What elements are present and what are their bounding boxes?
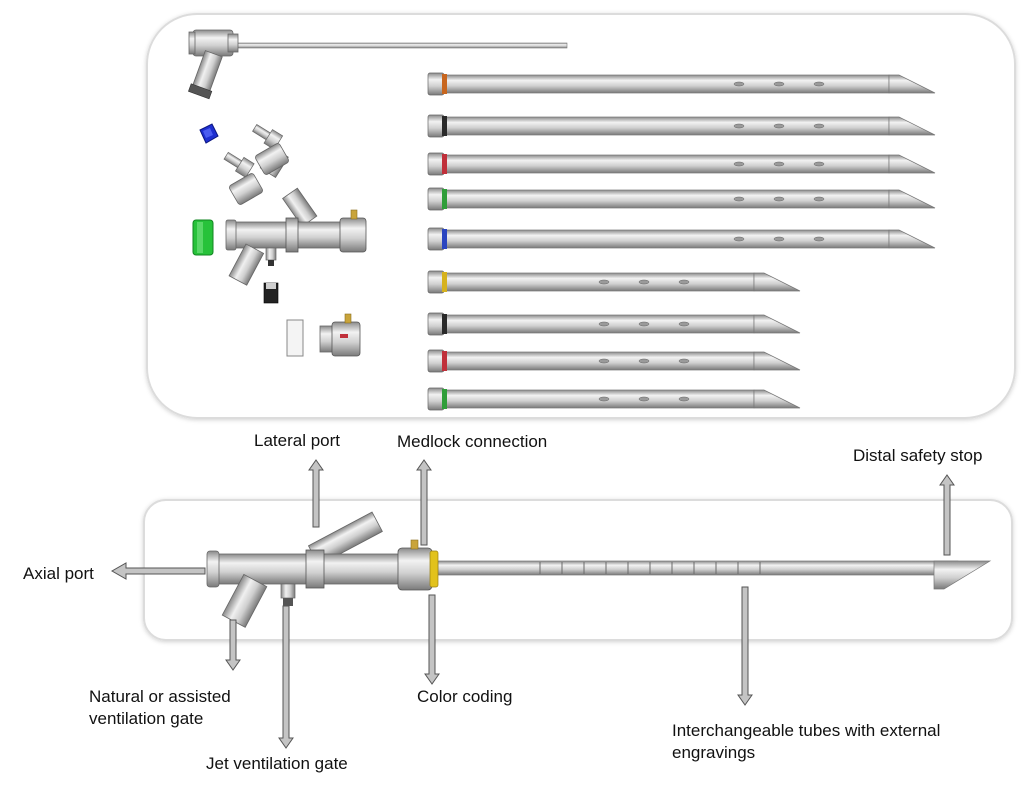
- green-cap-part: [193, 220, 213, 255]
- tube-3: [428, 153, 935, 175]
- tube-5: [428, 228, 935, 250]
- white-cap-part: [287, 320, 303, 356]
- label-tubes-line2: engravings: [672, 743, 755, 763]
- label-lateral-port: Lateral port: [254, 431, 340, 451]
- tube-4: [428, 188, 935, 210]
- label-natural-gate-line1: Natural or assisted: [89, 687, 231, 707]
- tube-1: [428, 73, 935, 95]
- label-axial-port: Axial port: [23, 564, 94, 584]
- tube-6: [428, 271, 800, 293]
- label-color-coding: Color coding: [417, 687, 512, 707]
- label-tubes-line1: Interchangeable tubes with external: [672, 721, 940, 741]
- label-jet-gate: Jet ventilation gate: [206, 754, 348, 774]
- label-distal-safety-stop: Distal safety stop: [853, 446, 982, 466]
- label-medlock-connection: Medlock connection: [397, 432, 547, 452]
- tube-8: [428, 350, 800, 372]
- label-natural-gate-line2: ventilation gate: [89, 709, 203, 729]
- tube-9: [428, 388, 800, 410]
- jet-connector-part: [264, 283, 278, 303]
- tube-7: [428, 313, 800, 335]
- tube-2: [428, 115, 935, 137]
